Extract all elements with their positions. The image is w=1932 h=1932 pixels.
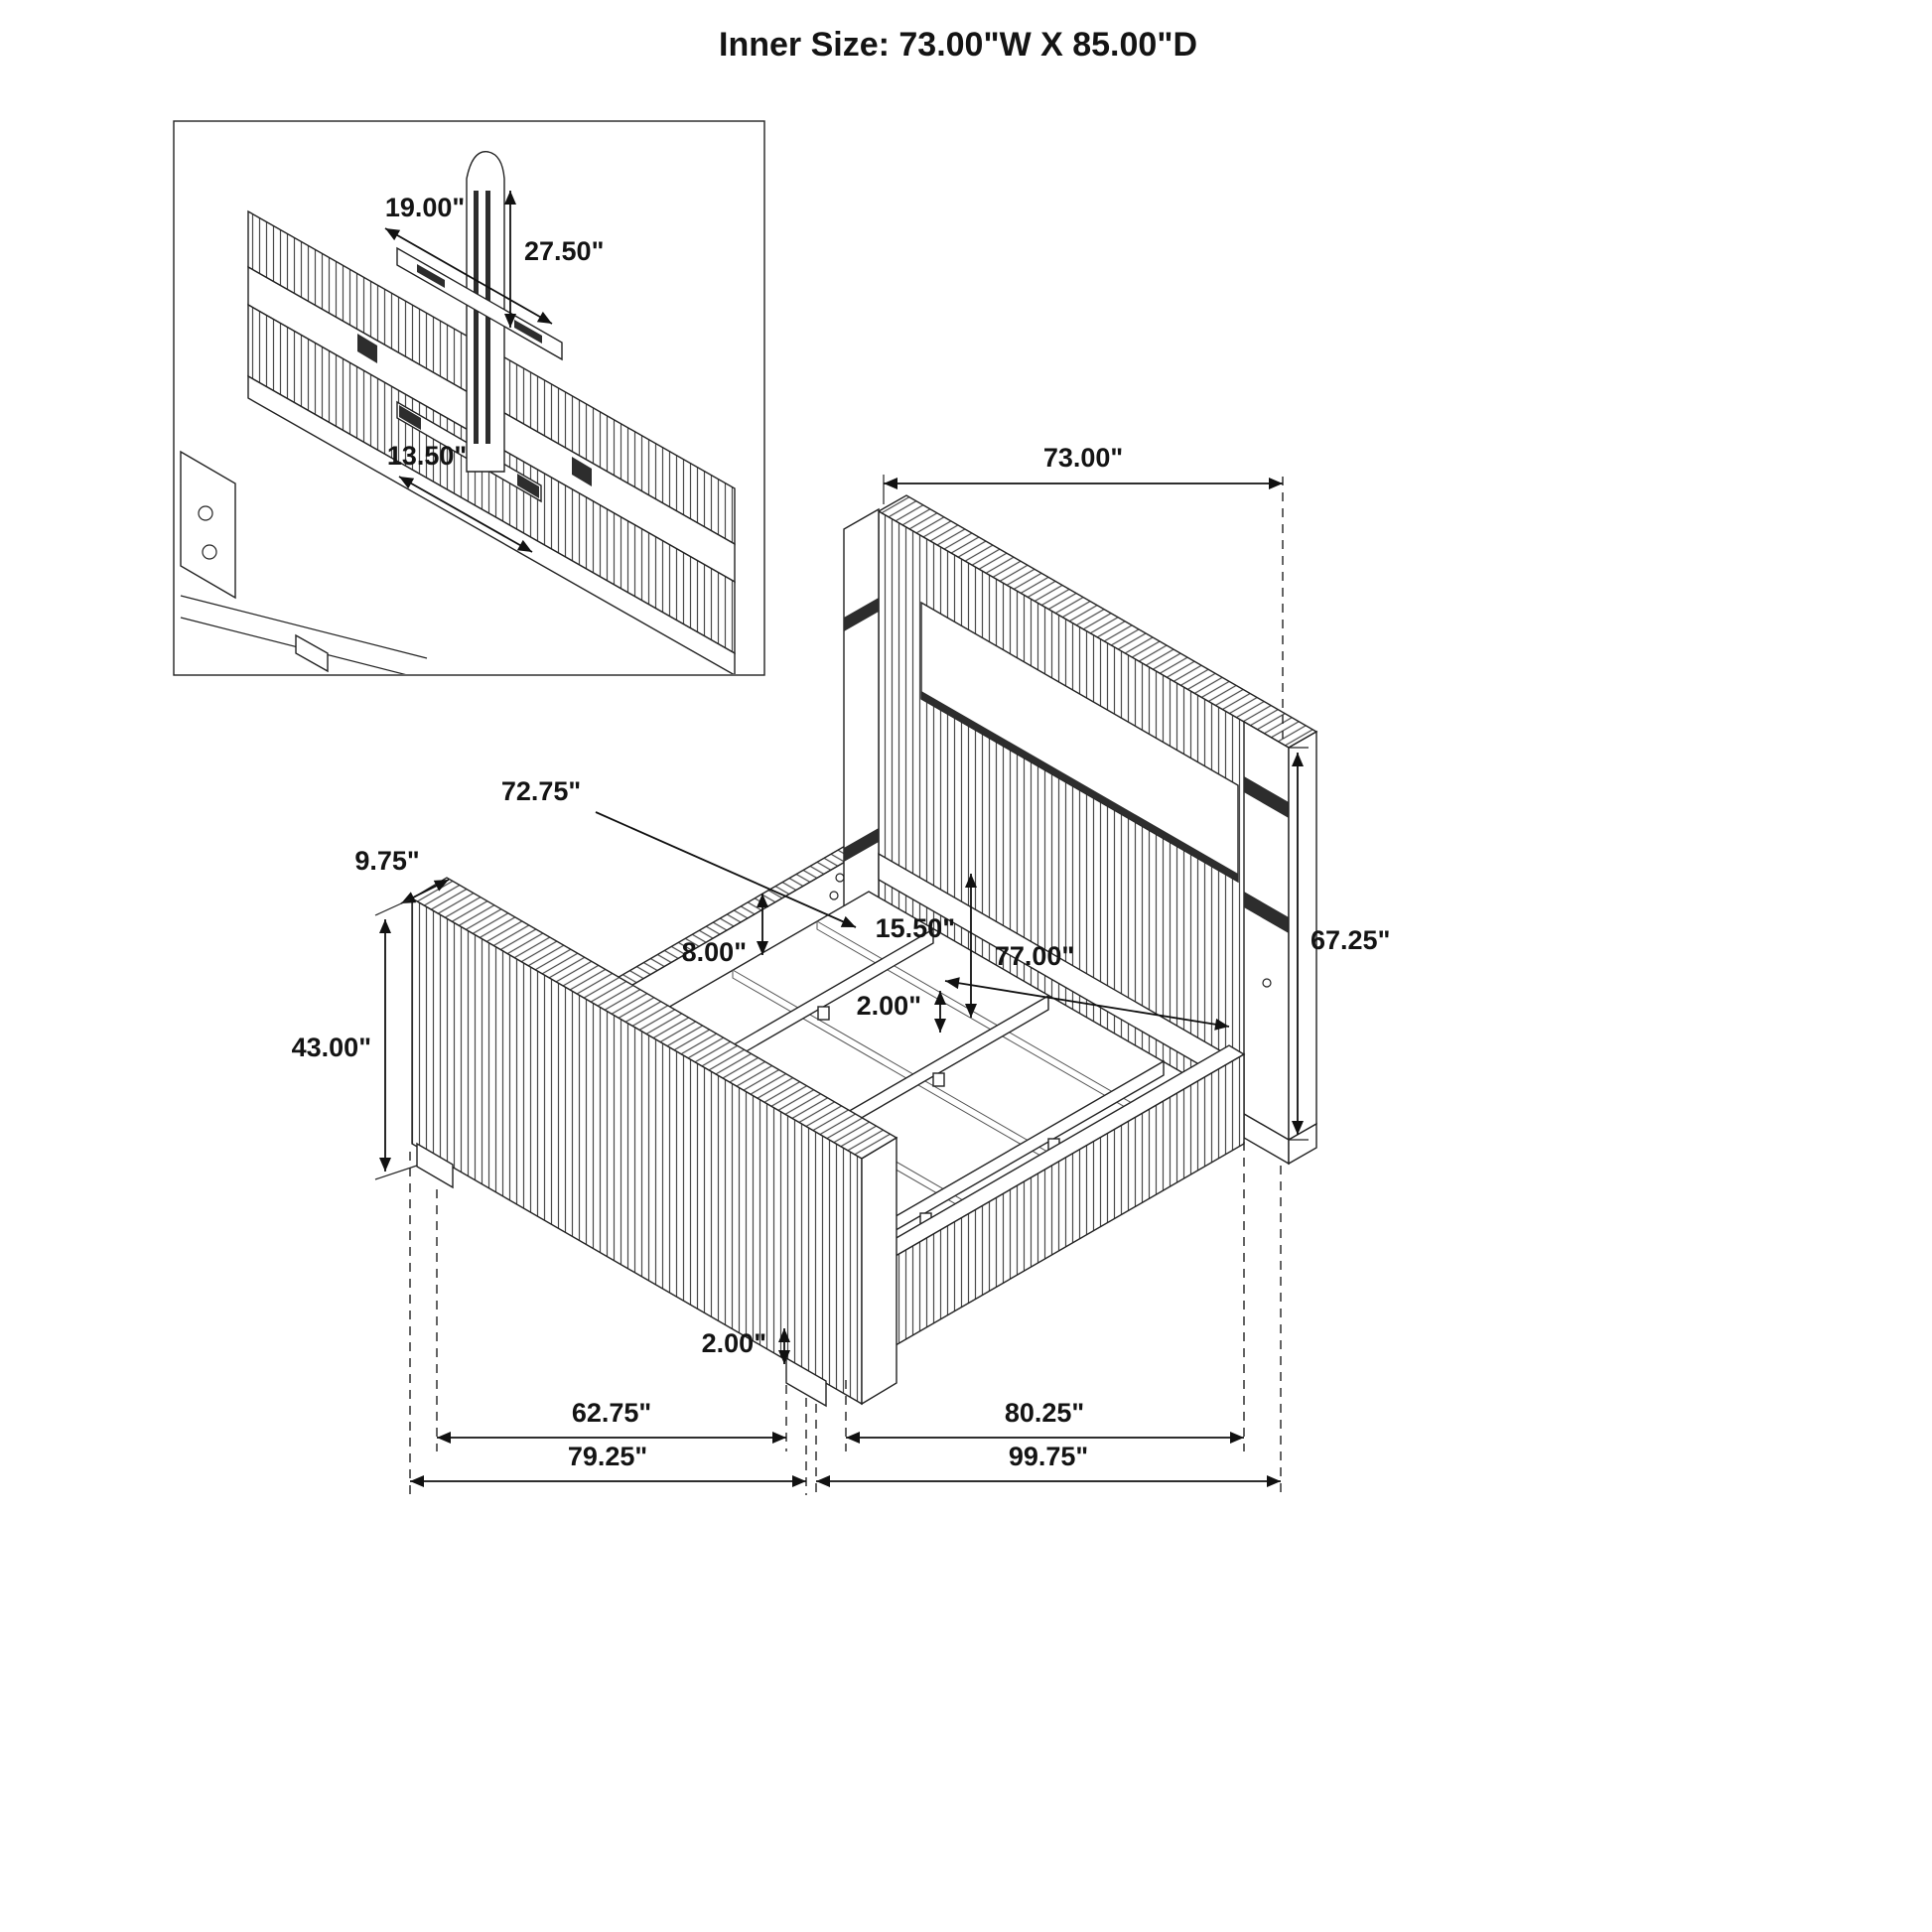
inset-frame-parts [180, 450, 428, 674]
dim-footboard-height: 43.00" [292, 1033, 371, 1062]
dim-leg-height: 2.00" [702, 1328, 766, 1358]
dim-overall-depth: 99.75" [1009, 1442, 1088, 1471]
footboard-left-leg [416, 1142, 454, 1189]
dim-mount-height: 27.50" [524, 236, 604, 266]
dim-footboard-leg-span: 62.75" [572, 1398, 651, 1428]
dim-rail-height: 8.00" [682, 937, 747, 967]
headboard-left-post [843, 507, 880, 927]
dim-footboard-thickness: 9.75" [354, 846, 419, 876]
inset-detail: 19.00" 27.50" 13.50" [173, 120, 765, 676]
mount-slot-left [474, 191, 479, 444]
dim-support-bar-length: 13.50" [387, 441, 467, 471]
dim-footboard-overall-width: 79.25" [568, 1442, 647, 1471]
niche-shadow [921, 691, 1238, 882]
footboard-right-leg [785, 1356, 827, 1408]
dim-panel-to-slat: 15.50" [876, 913, 955, 943]
dim-rail-span: 80.25" [1005, 1398, 1084, 1428]
bracket-slot-right [514, 320, 542, 344]
dim-bracket-width: 19.00" [385, 193, 465, 222]
post-bolt-hole [1262, 978, 1272, 988]
dim-headboard-width: 73.00" [1043, 443, 1123, 473]
main-dimensions: 73.00" 67.25" 72.75" 9.75" 43.00" 15.50"… [292, 443, 1390, 1495]
support-bar-left-clip [399, 405, 421, 430]
footboard-end-cap [861, 1136, 897, 1406]
rail-bolt-holes [829, 873, 845, 900]
dim-inner-width: 72.75" [501, 776, 581, 806]
page-title: Inner Size: 73.00"W X 85.00"D [719, 26, 1197, 64]
mount-clips [357, 334, 592, 486]
left-post-clips [844, 598, 879, 862]
dim-slat-thickness: 2.00" [857, 991, 921, 1021]
dim-headboard-height: 67.25" [1311, 925, 1390, 955]
inset-content [180, 151, 736, 674]
right-post-clips [1244, 776, 1289, 933]
headboard-foot [1243, 1112, 1317, 1166]
extension-lines [409, 1142, 1282, 1495]
dim-inner-length: 77.00" [995, 941, 1074, 971]
